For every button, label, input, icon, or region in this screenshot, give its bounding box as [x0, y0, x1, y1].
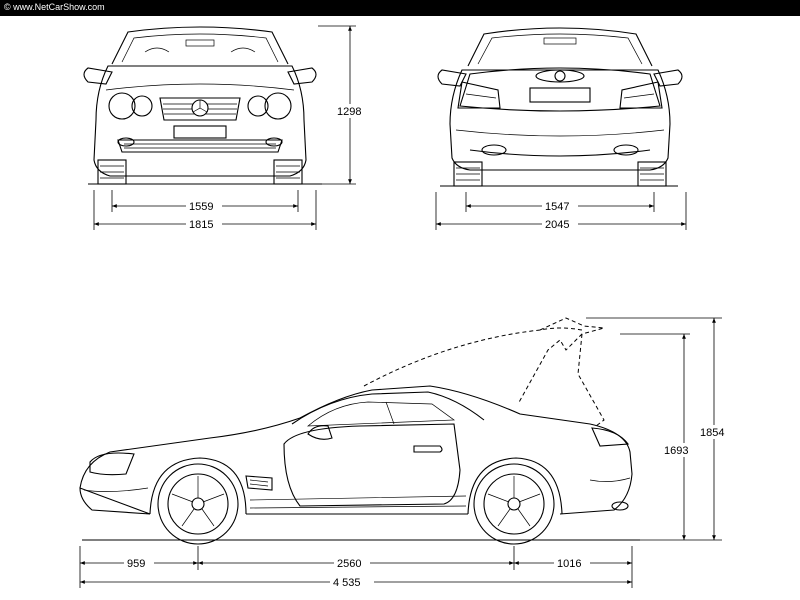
dim-rear-track: 1547	[545, 201, 569, 213]
watermark-text: © www.NetCarShow.com	[4, 2, 105, 12]
dim-rear-overhang: 1016	[557, 558, 581, 570]
side-view	[79, 317, 640, 545]
dim-height-open: 1854	[700, 427, 724, 439]
dim-front-width: 1815	[189, 219, 213, 231]
side-dimensions: 1854 1693 959 2560 1016 4 535	[79, 317, 734, 589]
front-dimensions: 1298 1559 1815	[93, 25, 368, 231]
rear-dimensions: 1547 2045	[435, 192, 687, 231]
dim-front-height: 1298	[337, 106, 361, 118]
dim-wheelbase: 2560	[337, 558, 361, 570]
dim-length: 4 535	[333, 577, 361, 589]
dim-front-track: 1559	[189, 201, 213, 213]
dim-front-overhang: 959	[127, 558, 145, 570]
rear-wheel	[473, 463, 555, 545]
dim-rear-width: 2045	[545, 219, 569, 231]
rear-view	[437, 27, 683, 187]
watermark-bar: © www.NetCarShow.com	[0, 0, 800, 16]
front-wheel	[157, 463, 239, 545]
dim-height: 1693	[664, 445, 688, 457]
front-view	[83, 26, 322, 185]
